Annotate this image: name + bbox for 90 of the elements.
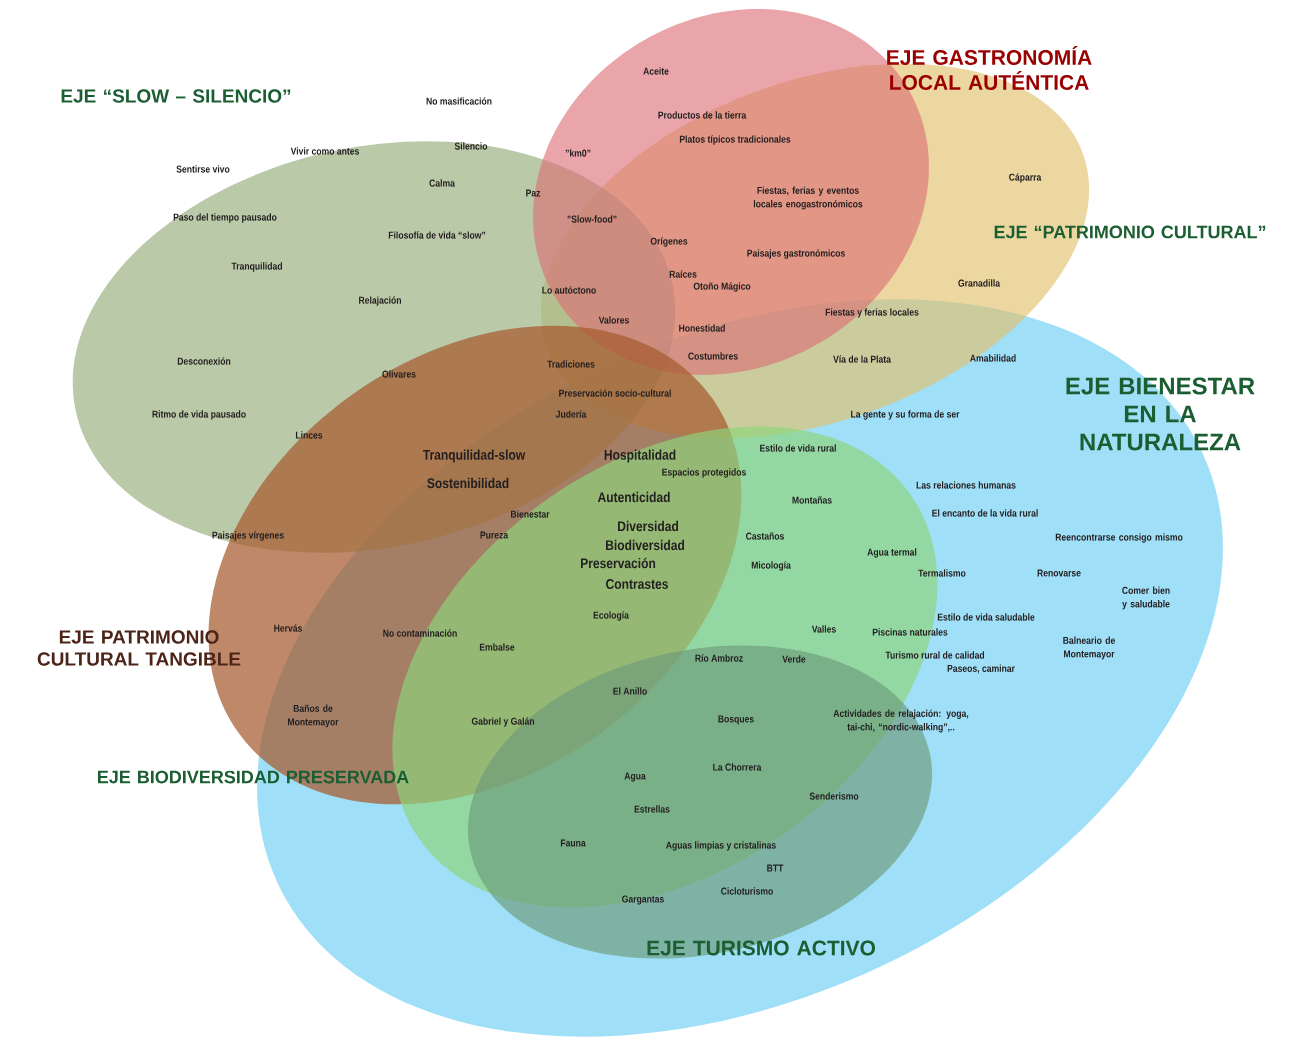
term-label: Raíces bbox=[669, 270, 697, 278]
set-title: EJE GASTRONOMÍA LOCAL AUTÉNTICA bbox=[887, 46, 1092, 90]
term-label: Tradiciones bbox=[547, 360, 595, 368]
set-title: EJE BIENESTAR EN LA NATURALEZA bbox=[1066, 377, 1255, 451]
set-title: EJE “PATRIMONIO CULTURAL” bbox=[994, 225, 1266, 239]
term-label: Preservación socio-cultural bbox=[559, 389, 671, 397]
term-label: Hospitalidad bbox=[604, 449, 676, 463]
term-label: Reencontrarse consigo mismo bbox=[1055, 533, 1183, 543]
term-label: Senderismo bbox=[809, 792, 859, 800]
term-label: ”km0” bbox=[565, 149, 591, 157]
term-label: Costumbres bbox=[688, 352, 738, 360]
term-label: Judería bbox=[555, 410, 587, 418]
term-label: Espacios protegidos bbox=[662, 468, 746, 478]
term-label: Baños de Montemayor bbox=[288, 704, 339, 728]
term-label: Paz bbox=[526, 189, 541, 197]
term-label: Agua termal bbox=[867, 548, 917, 558]
term-label: Orígenes bbox=[650, 237, 688, 247]
term-label: Castaños bbox=[746, 532, 784, 540]
term-label: Paso del tiempo pausado bbox=[173, 213, 277, 223]
set-title: EJE “SLOW – SILENCIO” bbox=[61, 89, 291, 103]
term-label: Paisajes gastronómicos bbox=[747, 249, 845, 259]
term-label: Paseos, caminar bbox=[947, 664, 1015, 674]
term-label: Agua bbox=[624, 772, 646, 782]
term-label: Micología bbox=[751, 561, 791, 571]
term-label: Autenticidad bbox=[597, 491, 670, 503]
term-label: Lo autóctono bbox=[542, 286, 596, 294]
term-label: Cáparra bbox=[1009, 173, 1042, 183]
term-label: Olivares bbox=[382, 370, 416, 378]
term-label: No contaminación bbox=[383, 629, 457, 637]
term-label: Vivir como antes bbox=[290, 147, 359, 155]
term-label: Paisajes vírgenes bbox=[212, 531, 284, 541]
term-label: Pureza bbox=[480, 531, 509, 539]
term-label: Relajación bbox=[359, 296, 401, 306]
term-label: Desconexión bbox=[177, 357, 231, 365]
term-label: ”Slow-food” bbox=[567, 215, 617, 223]
term-label: Bienestar bbox=[511, 510, 550, 518]
term-label: Verde bbox=[782, 655, 806, 663]
term-label: Tranquilidad bbox=[231, 262, 282, 272]
term-label: Piscinas naturales bbox=[872, 628, 948, 636]
term-label: Otoño Mágico bbox=[693, 282, 751, 292]
term-label: Valles bbox=[811, 625, 836, 633]
term-label: La gente y su forma de ser bbox=[851, 410, 960, 420]
term-label: Turismo rural de calidad bbox=[885, 651, 985, 659]
term-label: No masificación bbox=[426, 97, 492, 105]
term-label: Río Ambroz bbox=[695, 654, 743, 662]
term-label: Fiestas, ferias y eventos locales enogastronómicos bbox=[753, 186, 863, 210]
term-label: Embalse bbox=[479, 643, 515, 651]
term-label: Fiestas y ferias locales bbox=[825, 308, 919, 318]
term-label: Sentirse vivo bbox=[176, 165, 230, 173]
term-label: Aceite bbox=[643, 67, 669, 75]
term-label: Cicloturismo bbox=[721, 887, 773, 895]
term-label: Las relaciones humanas bbox=[916, 481, 1016, 489]
term-label: Filosofía de vida “slow” bbox=[388, 231, 486, 239]
term-label: Termalismo bbox=[918, 569, 966, 577]
term-label: Silencio bbox=[454, 142, 488, 150]
term-label: Productos de la tierra bbox=[658, 111, 747, 119]
term-label: Comer bien y saludable bbox=[1122, 586, 1170, 610]
term-label: Platos típicos tradicionales bbox=[679, 135, 791, 145]
term-label: Biodiversidad bbox=[606, 539, 685, 551]
term-label: Montañas bbox=[792, 496, 832, 504]
term-label: Estilo de vida rural bbox=[760, 444, 836, 452]
term-label: Balneario de Montemayor bbox=[1063, 636, 1115, 660]
term-label: Tranquilidad-slow bbox=[423, 449, 526, 463]
term-label: Hervás bbox=[274, 624, 302, 632]
term-label: Gargantas bbox=[622, 895, 664, 905]
term-label: BTT bbox=[767, 864, 784, 872]
term-label: Gabriel y Galán bbox=[471, 717, 534, 727]
term-label: Granadilla bbox=[958, 279, 1001, 287]
term-label: Diversidad bbox=[618, 520, 678, 532]
term-label: Preservación bbox=[581, 557, 656, 569]
term-label: Estilo de vida saludable bbox=[937, 613, 1035, 621]
term-label: Renovarse bbox=[1037, 569, 1081, 577]
term-label: Ecología bbox=[593, 611, 629, 621]
term-label: El Anillo bbox=[613, 687, 647, 695]
term-label: Vía de la Plata bbox=[833, 355, 891, 363]
term-label: Honestidad bbox=[679, 324, 725, 332]
set-title: EJE BIODIVERSIDAD PRESERVADA bbox=[98, 770, 409, 784]
term-label: Valores bbox=[598, 316, 629, 324]
term-label: Aguas limpias y cristalinas bbox=[666, 841, 776, 851]
term-label: Contrastes bbox=[606, 579, 668, 589]
term-label: Ritmo de vida pausado bbox=[152, 410, 246, 420]
term-label: Bosques bbox=[718, 715, 754, 725]
term-label: Sostenibilidad bbox=[427, 477, 509, 489]
term-label: Calma bbox=[429, 179, 455, 187]
term-label: Estrellas bbox=[634, 805, 670, 813]
term-label: Amabilidad bbox=[970, 354, 1016, 362]
term-label: La Chorrera bbox=[713, 763, 762, 771]
term-label: El encanto de la vida rural bbox=[932, 509, 1038, 517]
set-title: EJE TURISMO ACTIVO bbox=[647, 940, 876, 956]
term-label: Fauna bbox=[560, 839, 586, 847]
